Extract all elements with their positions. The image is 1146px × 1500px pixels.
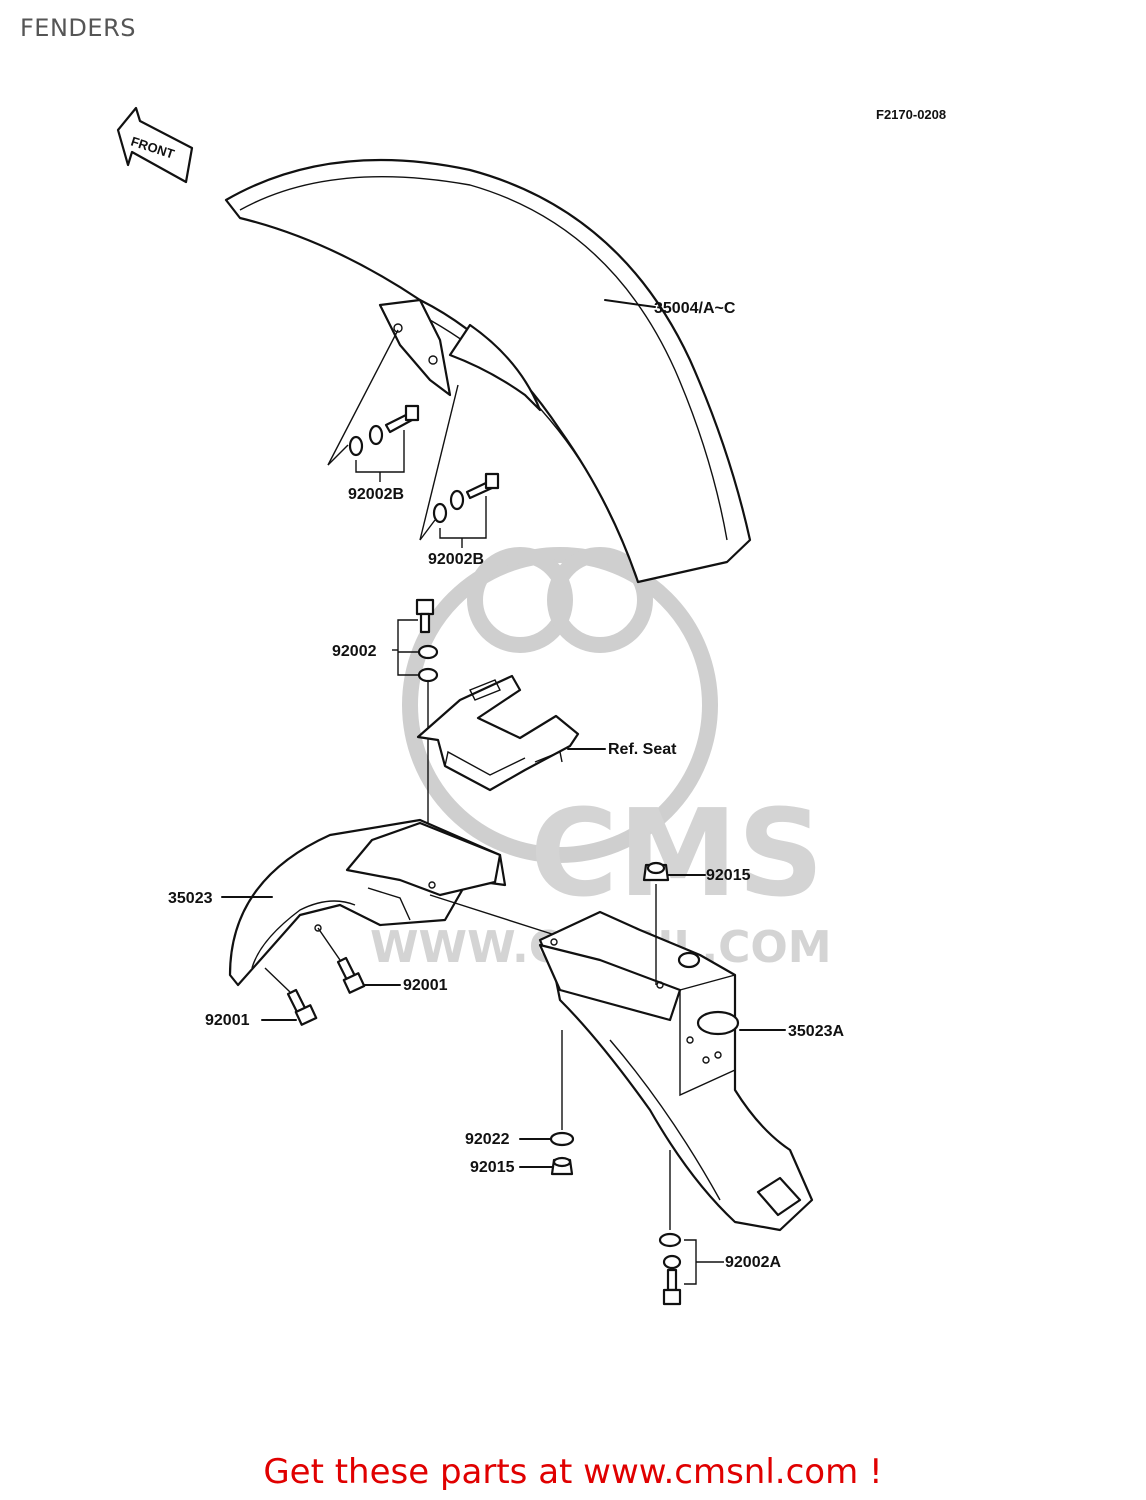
- callout-bolt-left: 92001: [205, 1012, 250, 1029]
- callout-rear-fender-rear: 35023A: [788, 1023, 844, 1040]
- callout-nut-bottom: 92015: [470, 1159, 515, 1176]
- callout-bolt-set-lower: 92002B: [428, 551, 484, 568]
- nut-bottom: [550, 1156, 574, 1176]
- front-arrow-icon: FRONT: [116, 106, 194, 184]
- front-fender: [224, 158, 752, 584]
- seat-bracket: [416, 674, 580, 792]
- callout-ref-seat: Ref. Seat: [608, 741, 677, 758]
- leader-front-fender: [604, 299, 656, 308]
- bolt-set-lower: [419, 384, 500, 548]
- callout-bolt-set-rear: 92002A: [725, 1254, 781, 1271]
- washer: [549, 1030, 575, 1147]
- callout-bolt-right: 92001: [403, 977, 448, 994]
- bolt-set-upper: [327, 329, 420, 482]
- callout-front-fender: 35004/A~C: [654, 300, 736, 317]
- rear-fender-rear: [538, 910, 814, 1232]
- callout-bolt-set-upper: 92002B: [348, 486, 404, 503]
- nut-top: [642, 861, 670, 985]
- bolt-set-rear: [658, 1150, 724, 1306]
- promo-link[interactable]: Get these parts at www.cmsnl.com !: [263, 1452, 883, 1492]
- page-title: FENDERS: [20, 14, 136, 42]
- rear-fender-front: [228, 818, 556, 987]
- bolt-left: [264, 967, 318, 1026]
- bolt-right: [317, 927, 366, 994]
- watermark-brand: CMS: [530, 785, 824, 924]
- callout-nut-top: 92015: [706, 867, 751, 884]
- figure-code: F2170-0208: [876, 107, 946, 122]
- callout-bracket-bolts: 92002: [332, 643, 377, 660]
- callout-washer: 92022: [465, 1131, 510, 1148]
- callout-rear-fender-front: 35023: [168, 890, 213, 907]
